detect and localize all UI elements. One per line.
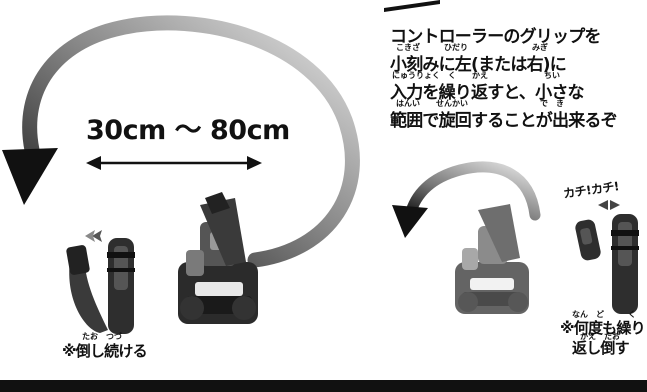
click-chevrons-icon	[598, 200, 620, 210]
bottom-bar	[0, 380, 647, 392]
controller-left-icon	[66, 238, 135, 334]
instruction-furigana-3: はんい せんかい で き	[396, 99, 564, 108]
note-right-furigana-1: なん ど く	[572, 310, 636, 319]
controller-right-icon	[575, 214, 639, 314]
instruction-furigana-1: こきざ ひだり みぎ	[396, 43, 548, 52]
small-rotation-arrow	[392, 161, 541, 238]
instruction-line-1: コントローラーのグリップを	[390, 27, 601, 47]
large-rotation-arrow	[2, 15, 360, 268]
tilt-left-chevrons-icon	[85, 230, 102, 242]
instruction-line-3: 入力を繰り返すと、小さな	[390, 83, 585, 103]
instruction-line-2: 小刻みに左(または右)に	[390, 55, 567, 75]
instruction-furigana-2: にゅうりょく く かえ ちい	[392, 71, 560, 80]
corner-marker	[384, 0, 440, 12]
distance-double-arrow	[86, 156, 262, 170]
note-right-line-1: ※何度も繰り	[560, 319, 646, 337]
note-left-furigana: たお つづ	[82, 332, 122, 341]
note-left-text: ※倒し続ける	[62, 342, 148, 360]
note-right-line-2: 返し倒す	[572, 339, 630, 357]
note-right-furigana-2: かえ たお	[580, 332, 620, 341]
instruction-line-4: 範囲で旋回することが出来るぞ	[390, 111, 618, 131]
robot-right-icon	[455, 204, 529, 314]
robot-left-icon	[178, 192, 258, 324]
distance-label: 30cm 〜 80cm	[86, 115, 290, 146]
